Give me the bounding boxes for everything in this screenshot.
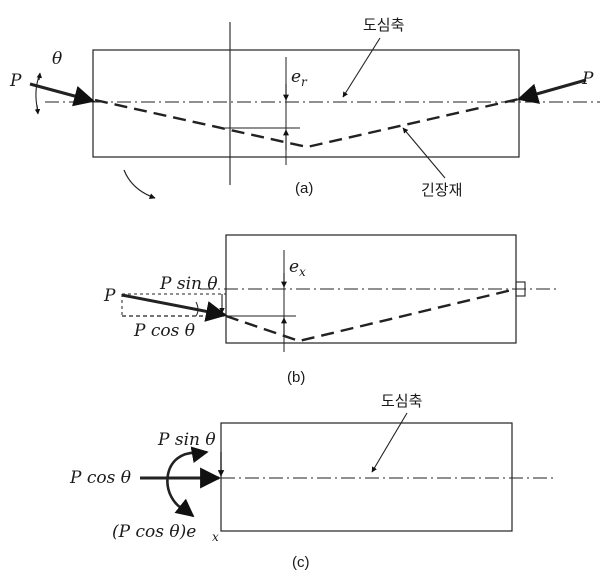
angle-arc-b — [195, 301, 199, 317]
right-load-label: P — [581, 69, 594, 89]
centroid-axis-label-c: 도심축 — [381, 392, 422, 410]
load-label-b: P — [103, 286, 116, 306]
horizontal-component-label: P cos θ — [133, 321, 195, 341]
centroid-axis-label-a: 도심축 — [363, 16, 404, 34]
rotation-arrow-a — [123, 169, 156, 200]
angle-label-a: θ — [52, 49, 62, 69]
moment-arrow — [166, 451, 202, 513]
moment-sub: x — [212, 530, 219, 544]
centroid-axis-leader-a — [342, 37, 381, 98]
beam-c — [220, 422, 513, 532]
left-load-label: P — [9, 71, 22, 91]
tendon-a — [94, 97, 520, 149]
eccentricity-label-a: e — [291, 67, 301, 87]
tendon-leader-a — [402, 127, 446, 179]
panel-a-labels: P θ P e r 도심축 긴장재 (a) — [9, 16, 594, 199]
load-arrow-b — [121, 293, 228, 322]
tendon-b — [225, 287, 517, 343]
vertical-component-label: P sin θ — [159, 274, 218, 294]
panel-b-labels: P P sin θ P cos θ e x (b) — [103, 257, 306, 386]
vertical-force-label: P sin θ — [157, 430, 216, 450]
axial-force-label: P cos θ — [69, 468, 131, 488]
beam-a — [92, 49, 520, 158]
panel-b — [121, 234, 557, 352]
panel-c-labels: 도심축 P sin θ P cos θ (P cos θ)e x (c) — [69, 392, 422, 571]
caption-c: (c) — [292, 554, 310, 571]
tendon-label: 긴장재 — [421, 181, 462, 199]
panel-c — [140, 412, 557, 532]
eccentricity-sub-a: r — [301, 75, 308, 89]
panel-a — [29, 22, 600, 200]
right-load-arrow — [516, 78, 587, 104]
caption-a: (a) — [295, 180, 313, 197]
caption-b: (b) — [287, 369, 305, 386]
eccentricity-sub-b: x — [299, 265, 306, 279]
anchor-plate-b — [515, 281, 526, 297]
centroid-axis-leader-c — [371, 412, 408, 473]
eccentricity-label-b: e — [289, 257, 299, 277]
moment-label: (P cos θ)e — [112, 522, 196, 542]
left-load-arrow — [29, 82, 96, 107]
